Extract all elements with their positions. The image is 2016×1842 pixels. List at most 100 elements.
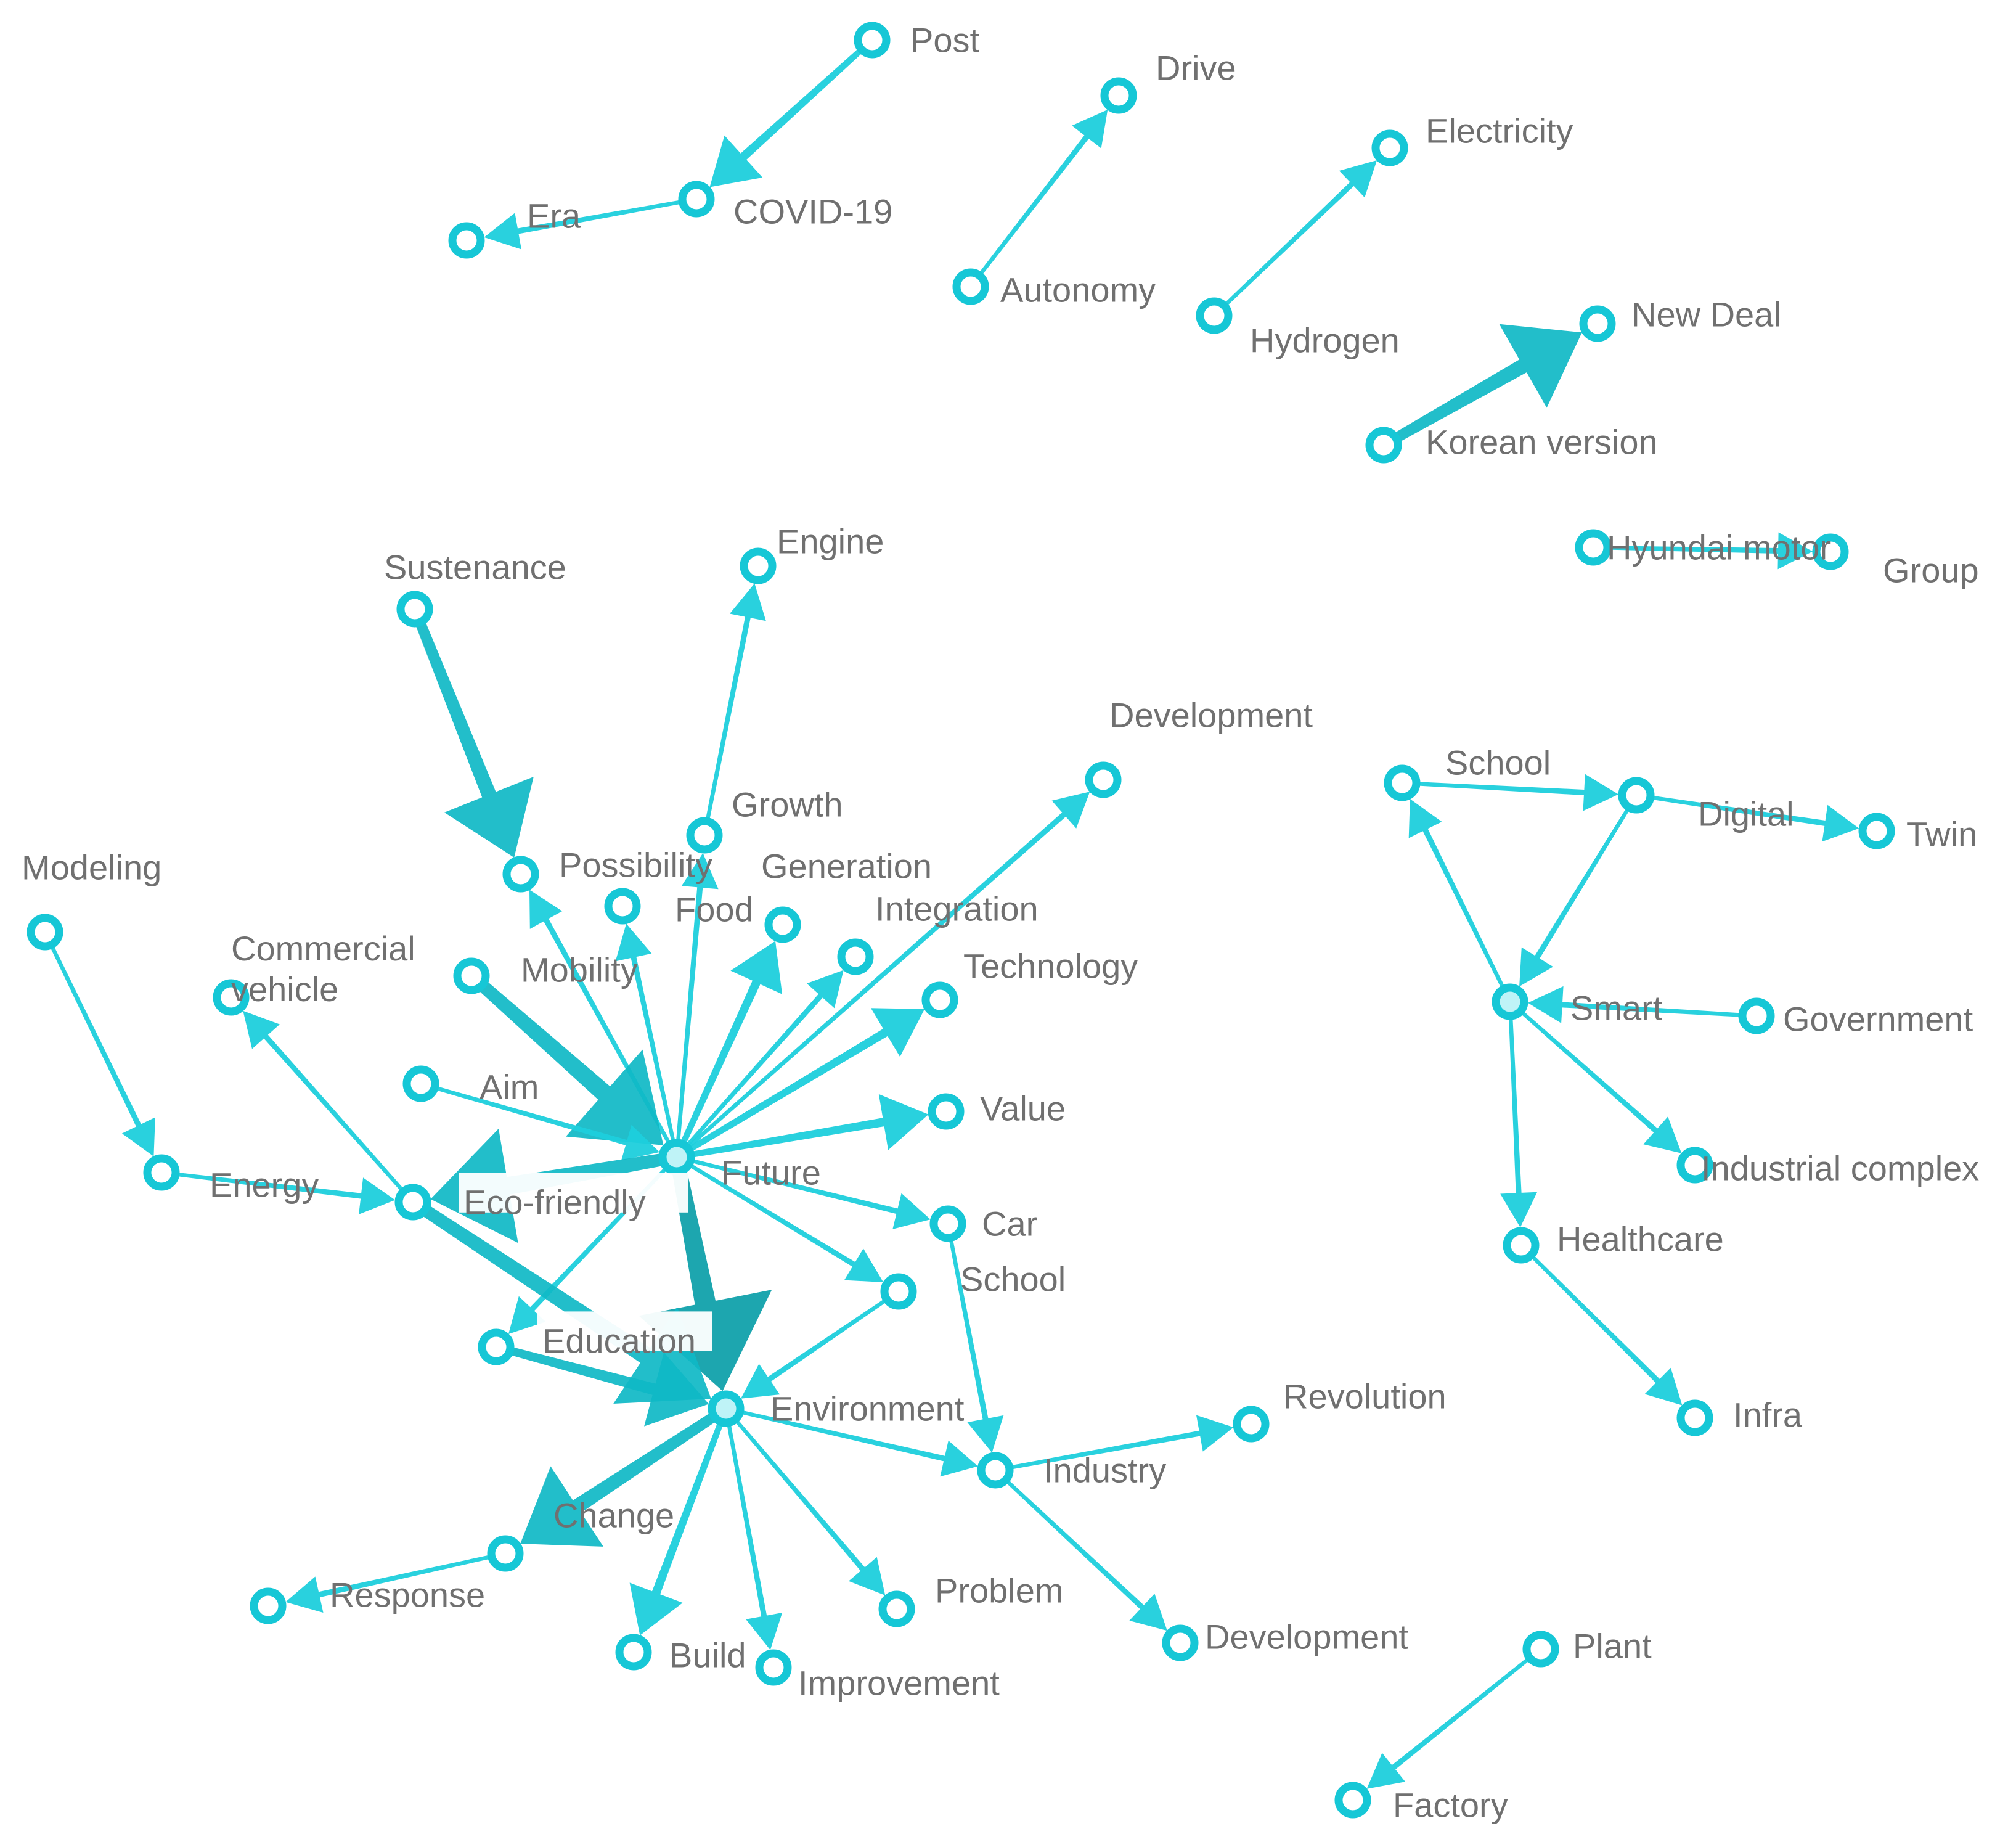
node-revolution[interactable] xyxy=(1233,1406,1270,1443)
node-label-infra: Infra xyxy=(1733,1396,1803,1435)
node-growth[interactable] xyxy=(686,817,723,854)
label-layer: PostCOVID-19EraDriveAutonomyElectricityH… xyxy=(22,21,1979,1825)
edge-industry-to-development_bot xyxy=(1004,1478,1167,1631)
node-label-school_mid: School xyxy=(960,1260,1066,1299)
node-label-drive: Drive xyxy=(1156,49,1236,88)
node-label-build: Build xyxy=(669,1636,746,1675)
node-integration[interactable] xyxy=(837,938,874,975)
node-covid[interactable] xyxy=(678,181,715,218)
node-problem[interactable] xyxy=(878,1590,915,1627)
node-label-value: Value xyxy=(980,1089,1066,1128)
node-healthcare[interactable] xyxy=(1503,1227,1540,1264)
node-future[interactable] xyxy=(658,1139,695,1176)
node-improvement[interactable] xyxy=(755,1649,792,1686)
node-development_bot[interactable] xyxy=(1162,1624,1199,1661)
node-hydrogen[interactable] xyxy=(1196,297,1233,334)
edge-layer xyxy=(49,47,1859,1789)
edge-school_mid-to-environment xyxy=(741,1298,888,1399)
edge-environment-to-improvement xyxy=(727,1422,783,1650)
node-infra[interactable] xyxy=(1676,1399,1713,1436)
node-era[interactable] xyxy=(448,222,485,259)
node-factory[interactable] xyxy=(1334,1782,1371,1819)
node-industrial[interactable] xyxy=(1676,1147,1713,1184)
node-car[interactable] xyxy=(929,1205,966,1242)
node-smart[interactable] xyxy=(1492,983,1528,1020)
node-label-twin: Twin xyxy=(1906,815,1977,854)
node-label-development_bot: Development xyxy=(1205,1618,1408,1656)
node-group[interactable] xyxy=(1812,533,1849,570)
node-change[interactable] xyxy=(487,1535,524,1572)
node-hyundai[interactable] xyxy=(1575,529,1612,566)
node-school_right[interactable] xyxy=(1384,764,1421,801)
node-label-electricity: Electricity xyxy=(1426,112,1573,150)
node-electricity[interactable] xyxy=(1371,129,1408,166)
node-label-education: Education xyxy=(542,1322,696,1361)
node-response[interactable] xyxy=(250,1587,287,1624)
node-label-bg-ecofriendly xyxy=(459,1173,688,1213)
node-label-car: Car xyxy=(982,1205,1037,1243)
edge-ecofriendly-to-commercial xyxy=(243,1010,406,1193)
edge-smart-to-healthcare xyxy=(1500,1015,1538,1227)
edge-healthcare-to-infra xyxy=(1530,1254,1683,1406)
node-possibility[interactable] xyxy=(502,856,539,893)
node-label-smart: Smart xyxy=(1570,989,1663,1028)
node-autonomy[interactable] xyxy=(952,268,989,305)
node-label-aim: Aim xyxy=(480,1068,539,1107)
edge-hyundai-to-group xyxy=(1607,532,1813,570)
node-korean[interactable] xyxy=(1365,427,1402,464)
node-label-bg-education xyxy=(537,1311,712,1351)
node-label-government: Government xyxy=(1783,1000,1973,1039)
edge-korean-to-newdeal xyxy=(1393,324,1582,443)
node-modeling[interactable] xyxy=(27,914,63,951)
edge-environment-to-change xyxy=(520,1412,717,1547)
edge-post-to-covid xyxy=(709,47,864,187)
edge-digital-to-smart xyxy=(1519,806,1631,987)
edge-modeling-to-energy xyxy=(49,944,155,1156)
node-label-modeling: Modeling xyxy=(22,848,161,887)
node-label-mobility: Mobility xyxy=(521,951,638,989)
node-label-post: Post xyxy=(910,21,979,60)
node-digital[interactable] xyxy=(1618,777,1655,814)
node-education[interactable] xyxy=(478,1328,515,1365)
node-label-revolution: Revolution xyxy=(1283,1377,1447,1416)
node-twin[interactable] xyxy=(1858,813,1895,849)
edge-digital-to-twin xyxy=(1650,795,1859,842)
node-newdeal[interactable] xyxy=(1579,305,1616,342)
node-commercial[interactable] xyxy=(213,979,250,1016)
node-build[interactable] xyxy=(615,1634,652,1671)
node-label-industry: Industry xyxy=(1043,1451,1166,1490)
node-sustenance[interactable] xyxy=(396,591,433,628)
node-label-generation: Generation xyxy=(761,847,932,886)
node-development_top[interactable] xyxy=(1085,761,1122,798)
edge-future-to-technology xyxy=(687,1008,925,1153)
node-environment[interactable] xyxy=(708,1390,745,1427)
node-government[interactable] xyxy=(1738,997,1775,1034)
node-label-improvement: Improvement xyxy=(798,1664,1000,1703)
node-label-school_right: School xyxy=(1445,743,1551,782)
edge-energy-to-ecofriendly xyxy=(175,1172,396,1214)
node-aim[interactable] xyxy=(402,1065,439,1102)
node-label-covid: COVID-19 xyxy=(733,192,892,231)
node-technology[interactable] xyxy=(921,981,958,1018)
node-generation[interactable] xyxy=(604,888,641,925)
node-school_mid[interactable] xyxy=(880,1273,917,1310)
node-food[interactable] xyxy=(764,906,801,943)
node-plant[interactable] xyxy=(1522,1631,1559,1668)
node-ecofriendly[interactable] xyxy=(394,1184,431,1221)
node-label-integration: Integration xyxy=(875,890,1039,928)
node-industry[interactable] xyxy=(977,1452,1014,1489)
edge-future-to-growth xyxy=(675,853,719,1144)
node-value[interactable] xyxy=(928,1093,965,1130)
edge-environment-to-industry xyxy=(739,1410,978,1477)
node-mobility[interactable] xyxy=(453,957,490,994)
edge-covid-to-era xyxy=(484,200,683,250)
node-energy[interactable] xyxy=(143,1154,180,1191)
edge-future-to-value xyxy=(690,1094,929,1158)
node-label-technology: Technology xyxy=(963,947,1138,986)
node-drive[interactable] xyxy=(1100,77,1137,114)
edge-sustenance-to-possibility xyxy=(415,620,534,858)
node-engine[interactable] xyxy=(740,547,777,584)
node-label-sustenance: Sustenance xyxy=(384,548,566,587)
node-post[interactable] xyxy=(854,22,891,59)
